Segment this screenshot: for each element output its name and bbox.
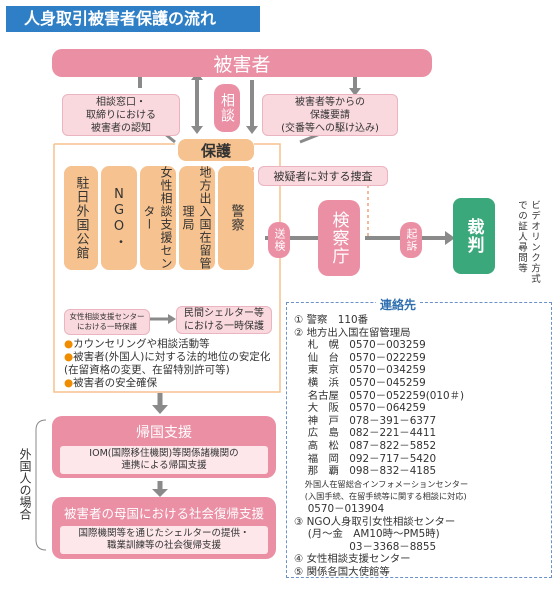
consult-vertical-box: 相談 [214,84,240,132]
service-item: ●カウンセリングや相談活動等 [64,338,210,350]
agency-embassy-box: 駐日外国公館 [64,166,98,270]
consult-box: 相談窓口・ 取締りにおける 被害者の認知 [62,94,180,136]
prosecutor-label: 検察庁 [328,211,349,265]
victim-label: 被害者 [213,53,271,76]
private-shelter-text: 民間シェルター等 における一時保護 [184,308,264,332]
reintegration-box: 被害者の母国における社会復帰支援 国際機関等を通じたシェルターの提供・ 職業訓練… [52,497,276,559]
kiso-label: 起訴 [405,228,418,252]
agency-ngo-label: NGO・ [111,187,127,249]
soken-label: 送検 [273,228,286,252]
contact-line: ③ NGO人身取引女性相談センター [294,515,456,528]
agency-police-label: 警察 [228,204,244,232]
contact-line: 東 京 0570－034259 [294,364,426,377]
contact-line: 仙 台 0570－022259 [294,351,426,364]
reintegration-heading: 被害者の母国における社会復帰支援 [63,506,264,521]
contact-line: 那 覇 098－832－4185 [294,465,437,478]
suspect-search-label: 被疑者に対する捜査 [273,170,373,183]
contact-line: 大 阪 0570－064259 [294,402,426,415]
suspect-search-box: 被疑者に対する捜査 [258,166,388,186]
contact-line: 横 浜 0570－045259 [294,377,426,389]
agency-ngo-box: NGO・ [101,166,137,270]
contact-line: 神 戸 078－391－6377 [294,414,437,427]
hogo-box: 保護 [178,139,254,161]
page-title: 人身取引被害者保護の流れ [6,6,260,32]
contact-line: 札 幌 0570－003259 [294,339,426,352]
kiso-box: 起訴 [400,222,422,258]
contact-line: ④ 女性相談支援センター [294,553,411,566]
women-center-shelter-box: 女性相談支援センター における一時保護 [64,309,150,335]
agency-women-center-label: 女性相談支援センター [142,166,173,270]
private-shelter-box: 民間シェルター等 における一時保護 [176,306,272,334]
service-item: ●被害者の安全確保 [64,377,158,389]
services-list: ●カウンセリングや相談活動等 ●被害者(外国人)に対する法的地位の安定化(在留資… [64,338,276,390]
agency-police-box: 警察 [218,166,254,270]
repatriation-body: IOM(国際移住機関)等関係諸機関の 連携による帰国支援 [60,446,268,474]
contact-box [286,302,552,578]
repatriation-heading: 帰国支援 [136,425,192,441]
women-center-shelter-text: 女性相談支援センター における一時保護 [69,312,145,331]
consult-text: 相談窓口・ 取締りにおける 被害者の認知 [86,96,156,134]
soken-box: 送検 [268,222,290,258]
agency-immigration-box: 地方出入国在留管理局 [179,166,215,270]
contact-line: 03－3368－8855 [294,540,437,553]
court-label: 裁判 [463,218,484,254]
contact-title: 連絡先 [376,296,421,313]
contact-line: 外国人在留総合インフォメーションセンター [294,478,469,489]
protection-request-text: 被害者等からの 保護要請 (交番等への駆け込み) [281,96,379,134]
court-box: 裁判 [453,198,495,274]
contact-line: 名古屋 0570－052259(010＃) [294,389,465,402]
contact-line: ① 警察 110番 [294,314,369,326]
contact-line: 福 岡 092－717－5420 [294,452,437,465]
repatriation-box: 帰国支援 IOM(国際移住機関)等関係諸機関の 連携による帰国支援 [52,416,276,478]
consult-vertical-text: 相談 [219,93,235,123]
agency-immigration-label: 地方出入国在留管理局 [181,166,212,270]
hogo-label: 保護 [200,141,231,160]
service-item: ●被害者(外国人)に対する法的地位の安定化(在留資格の変更、在留特別許可等) [64,351,271,376]
contact-line: ⑤ 関係各国大使館等 [294,566,390,578]
video-link-text: ビデオリンク方式での証人尋問等 [516,200,540,284]
contact-line: 0570－013904 [294,503,385,515]
protection-request-box: 被害者等からの 保護要請 (交番等への駆け込み) [262,94,398,136]
victim-box: 被害者 [52,49,432,77]
agency-women-center-box: 女性相談支援センター [140,166,176,270]
reintegration-body: 国際機関等を通じたシェルターの提供・ 職業訓練等の社会復帰支援 [60,526,268,554]
agency-embassy-label: 駐日外国公館 [73,176,89,260]
contact-line: ② 地方出入国在留管理局 [294,326,411,339]
contact-line: 広 島 082－221－4411 [294,427,437,440]
foreign-case-label: 外国人の場合 [18,448,32,520]
contact-line: 高 松 087－822－5852 [294,440,437,452]
contact-line: (月～金 AM10時～PM5時) [294,528,440,541]
contact-line: (入国手続、在留手続等に関する相談に対応) [294,491,467,502]
prosecutor-box: 検察庁 [318,200,360,276]
